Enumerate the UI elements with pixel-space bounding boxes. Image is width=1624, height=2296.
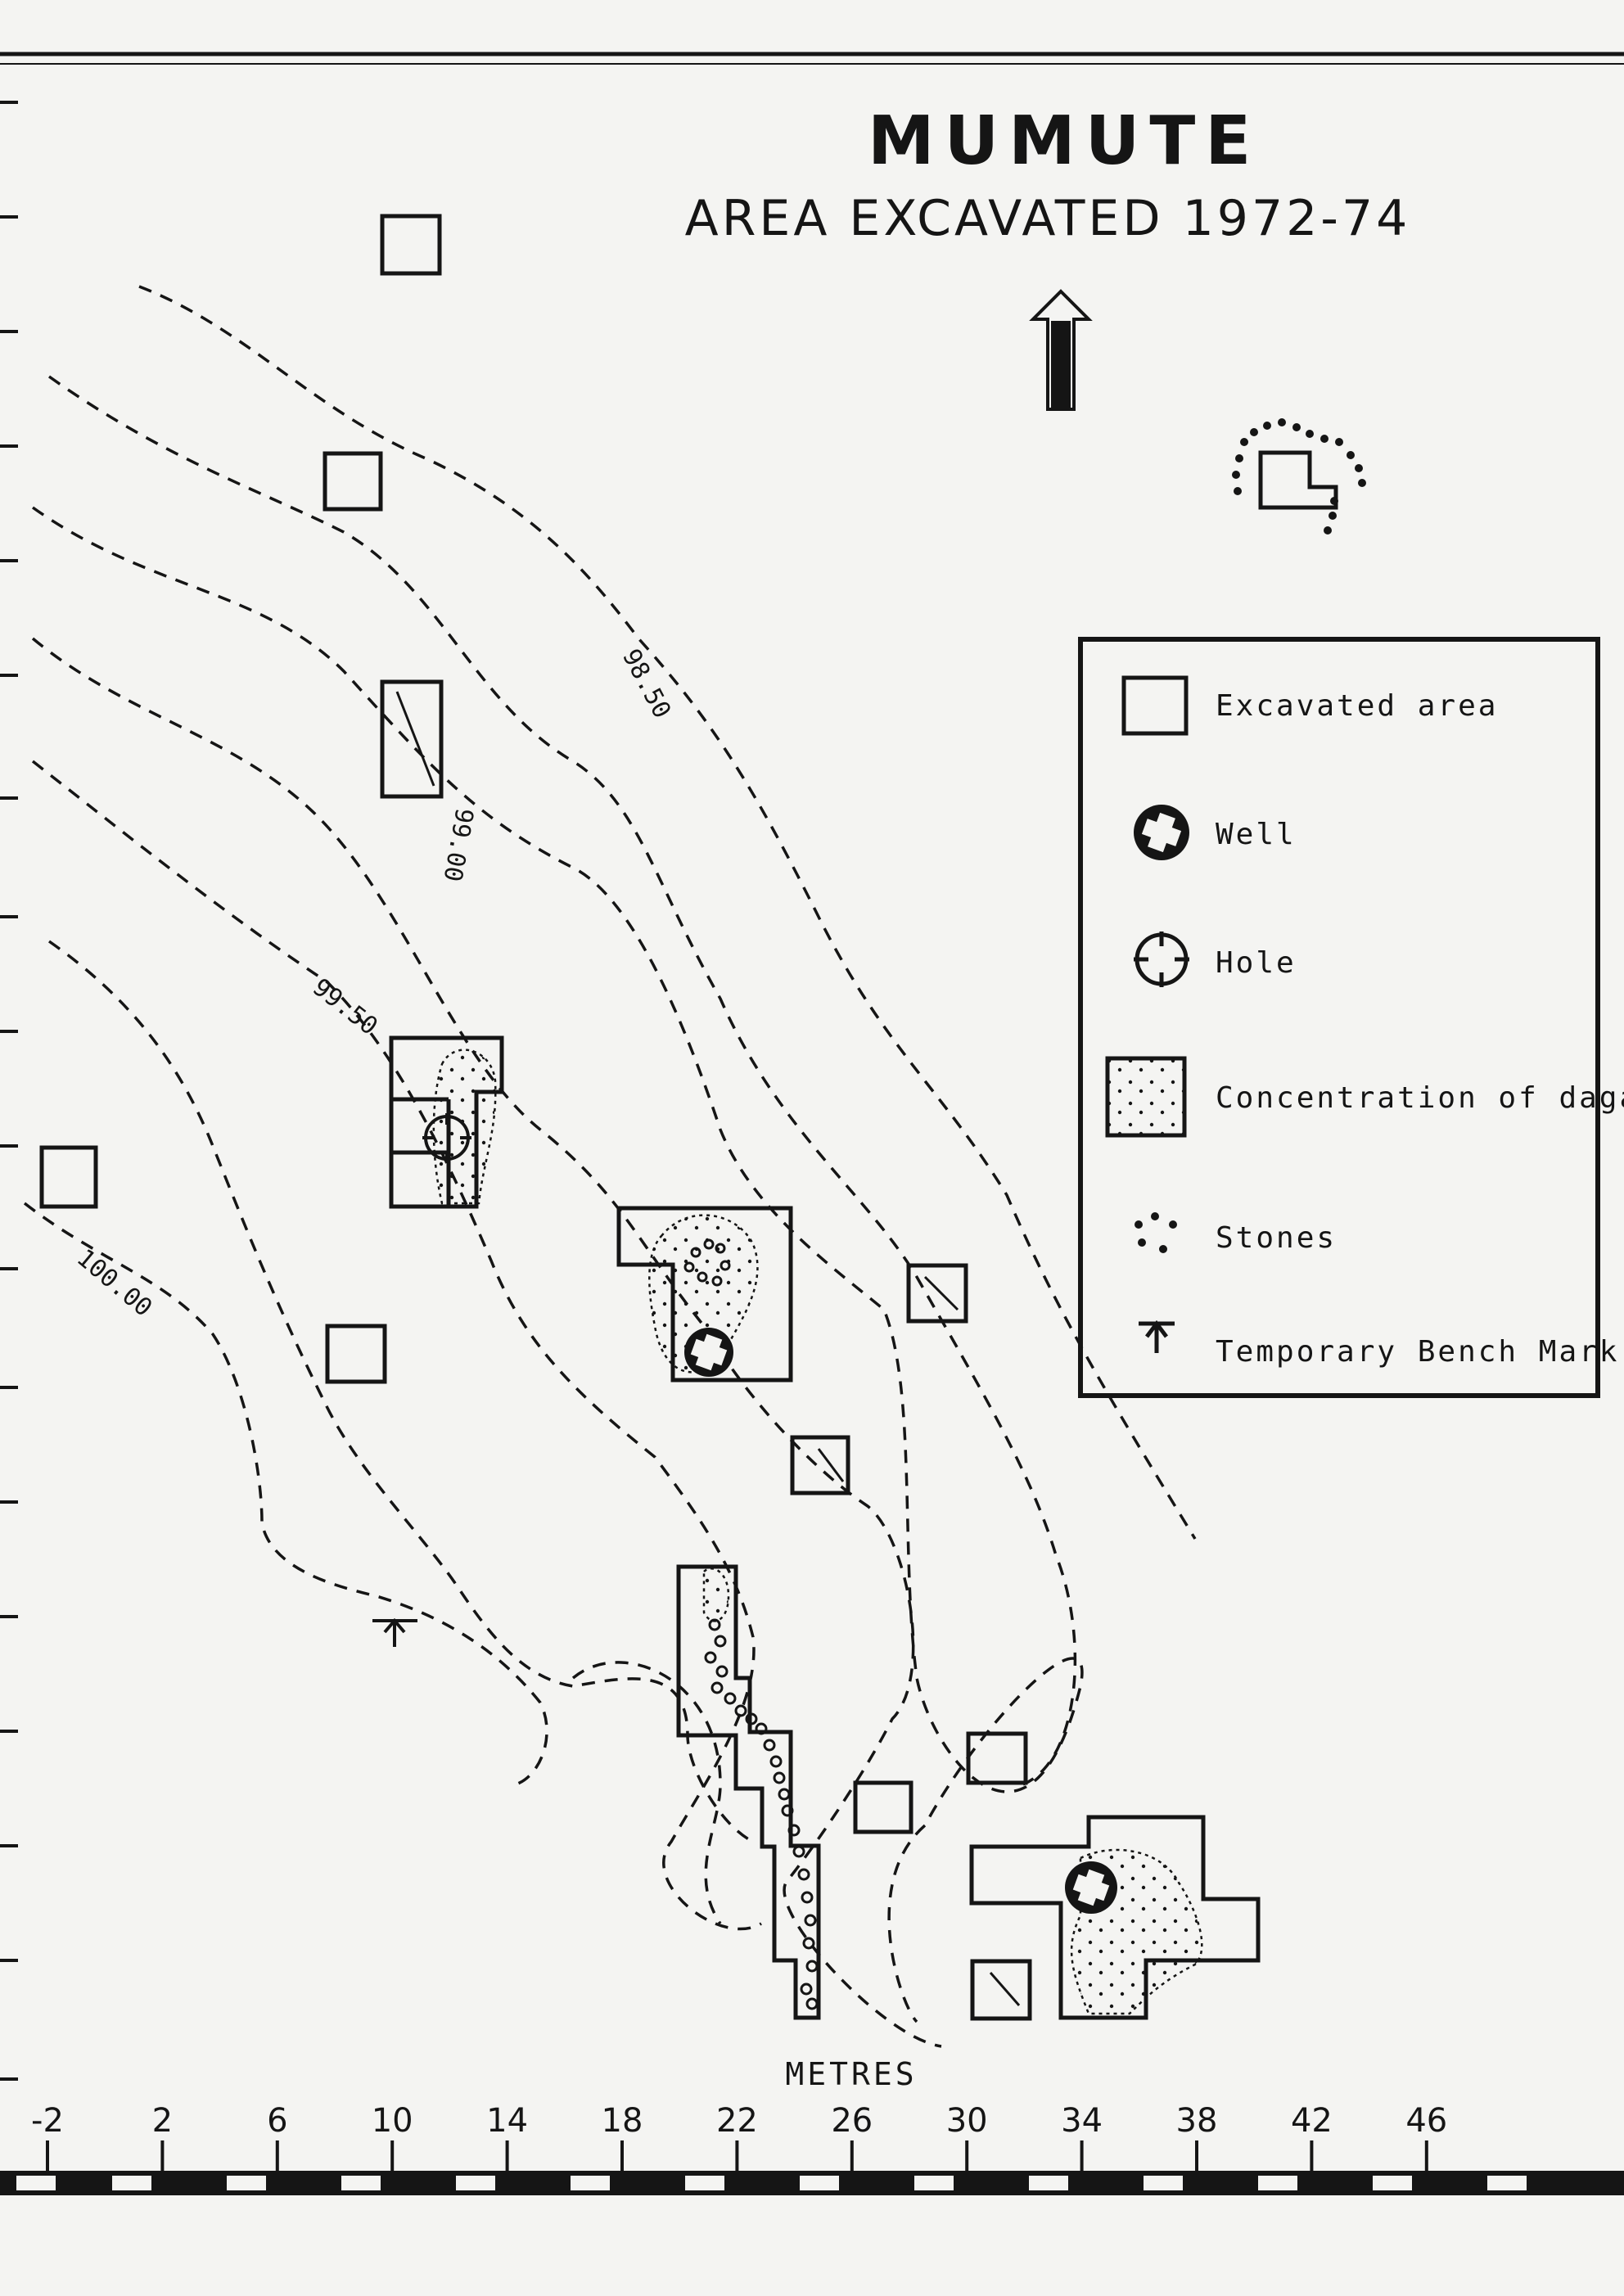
- legend-label: Hole: [1216, 946, 1297, 980]
- stones: [683, 1238, 819, 2010]
- left-grid-ticks: [0, 101, 18, 2081]
- excavated-square: [970, 1959, 1032, 2021]
- excavated-area-ne: [1258, 450, 1338, 510]
- legend-label: Temporary Bench Mark: [1216, 1335, 1620, 1369]
- legend-item-well: Well: [1083, 801, 1595, 900]
- excavated-square: [323, 451, 383, 512]
- excavated-square: [380, 214, 442, 276]
- contour-99-00: [31, 506, 1084, 2023]
- scale-tick-label: -2: [31, 2102, 64, 2140]
- scale-tick-label: 30: [945, 2102, 988, 2140]
- contour-label-99-50: 99.50: [307, 973, 383, 1041]
- legend-label: Concentration of daga: [1216, 1081, 1624, 1115]
- excavated-areas: [39, 214, 1338, 2021]
- excavated-square: [966, 1731, 1028, 1785]
- contour-99-50-b: [47, 940, 754, 1843]
- legend-label: Well: [1216, 818, 1297, 851]
- hole-icon: [1134, 931, 1189, 987]
- contour-label-98-50: 98.50: [616, 644, 676, 723]
- contour-98-50: [138, 285, 1197, 1540]
- excavated-trench: [380, 679, 444, 799]
- contour-lines: [23, 285, 1197, 2048]
- legend-item-excavated-area: Excavated area: [1083, 674, 1595, 773]
- map-subtitle: AREA EXCAVATED 1972-74: [684, 190, 1411, 247]
- legend-label: Excavated area: [1216, 689, 1499, 723]
- map-title: MUMUTE: [868, 102, 1261, 180]
- legend-item-stones: Stones: [1083, 1207, 1595, 1305]
- north-arrow-icon: [1029, 289, 1093, 411]
- scale-tick-label: 14: [486, 2102, 529, 2140]
- stones-icon: [1135, 1212, 1177, 1253]
- dotted-square-icon: [1105, 1056, 1187, 1138]
- excavated-square: [906, 1263, 968, 1324]
- stones-ne: [1232, 418, 1366, 535]
- scale-tick-label: 42: [1290, 2102, 1333, 2140]
- scale-bar: [0, 2140, 1624, 2195]
- bench-mark-icon: [372, 1617, 417, 1647]
- scale-title: METRES: [785, 2056, 918, 2092]
- contour-label-99-00: 99.00: [437, 806, 478, 884]
- scale-tick-label: 26: [831, 2102, 873, 2140]
- scale-tick-label: 10: [371, 2102, 413, 2140]
- well-icon: [1134, 805, 1189, 860]
- scale-tick-label: 46: [1405, 2102, 1448, 2140]
- scale-tick-label: 38: [1175, 2102, 1218, 2140]
- hole-icon: [422, 1113, 471, 1162]
- scale-tick-label: 34: [1061, 2102, 1103, 2140]
- excavated-square: [790, 1435, 850, 1495]
- excavated-square: [325, 1324, 387, 1384]
- contour-99-00-b: [31, 637, 942, 2048]
- legend-item-hole: Hole: [1083, 928, 1595, 1026]
- scale-tick-label: 2: [151, 2102, 174, 2140]
- scale-tick-label: 18: [601, 2102, 643, 2140]
- excavated-square: [853, 1780, 914, 1834]
- square-outline-icon: [1121, 675, 1189, 736]
- scale-tick-label: 22: [715, 2102, 758, 2140]
- scale-tick-label: 6: [267, 2102, 288, 2140]
- daga-area: [648, 1214, 759, 1374]
- legend: Excavated area Well Hole Concentration: [1078, 637, 1624, 1398]
- contour-98-50-b: [47, 375, 1077, 1786]
- daga-area: [702, 1568, 730, 1622]
- bench-mark-icon: [1139, 1319, 1175, 1353]
- excavated-complex-2: [616, 1206, 793, 1383]
- well-icon: [684, 1328, 733, 1377]
- contour-100-00-b: [571, 1661, 722, 1924]
- legend-item-daga: Concentration of daga: [1083, 1055, 1624, 1153]
- contour-label-100-00: 100.00: [71, 1243, 158, 1322]
- legend-label: Stones: [1216, 1221, 1338, 1255]
- well-icon: [1065, 1861, 1117, 1914]
- contour-100-00: [23, 1202, 548, 1786]
- page-frame: [0, 52, 1624, 65]
- excavated-long-trench: [676, 1564, 821, 2020]
- legend-item-bench-mark: Temporary Bench Mark: [1083, 1317, 1617, 1415]
- contour-99-50: [31, 760, 762, 1931]
- excavated-square: [39, 1145, 98, 1209]
- excavated-complex-3: [969, 1815, 1261, 2020]
